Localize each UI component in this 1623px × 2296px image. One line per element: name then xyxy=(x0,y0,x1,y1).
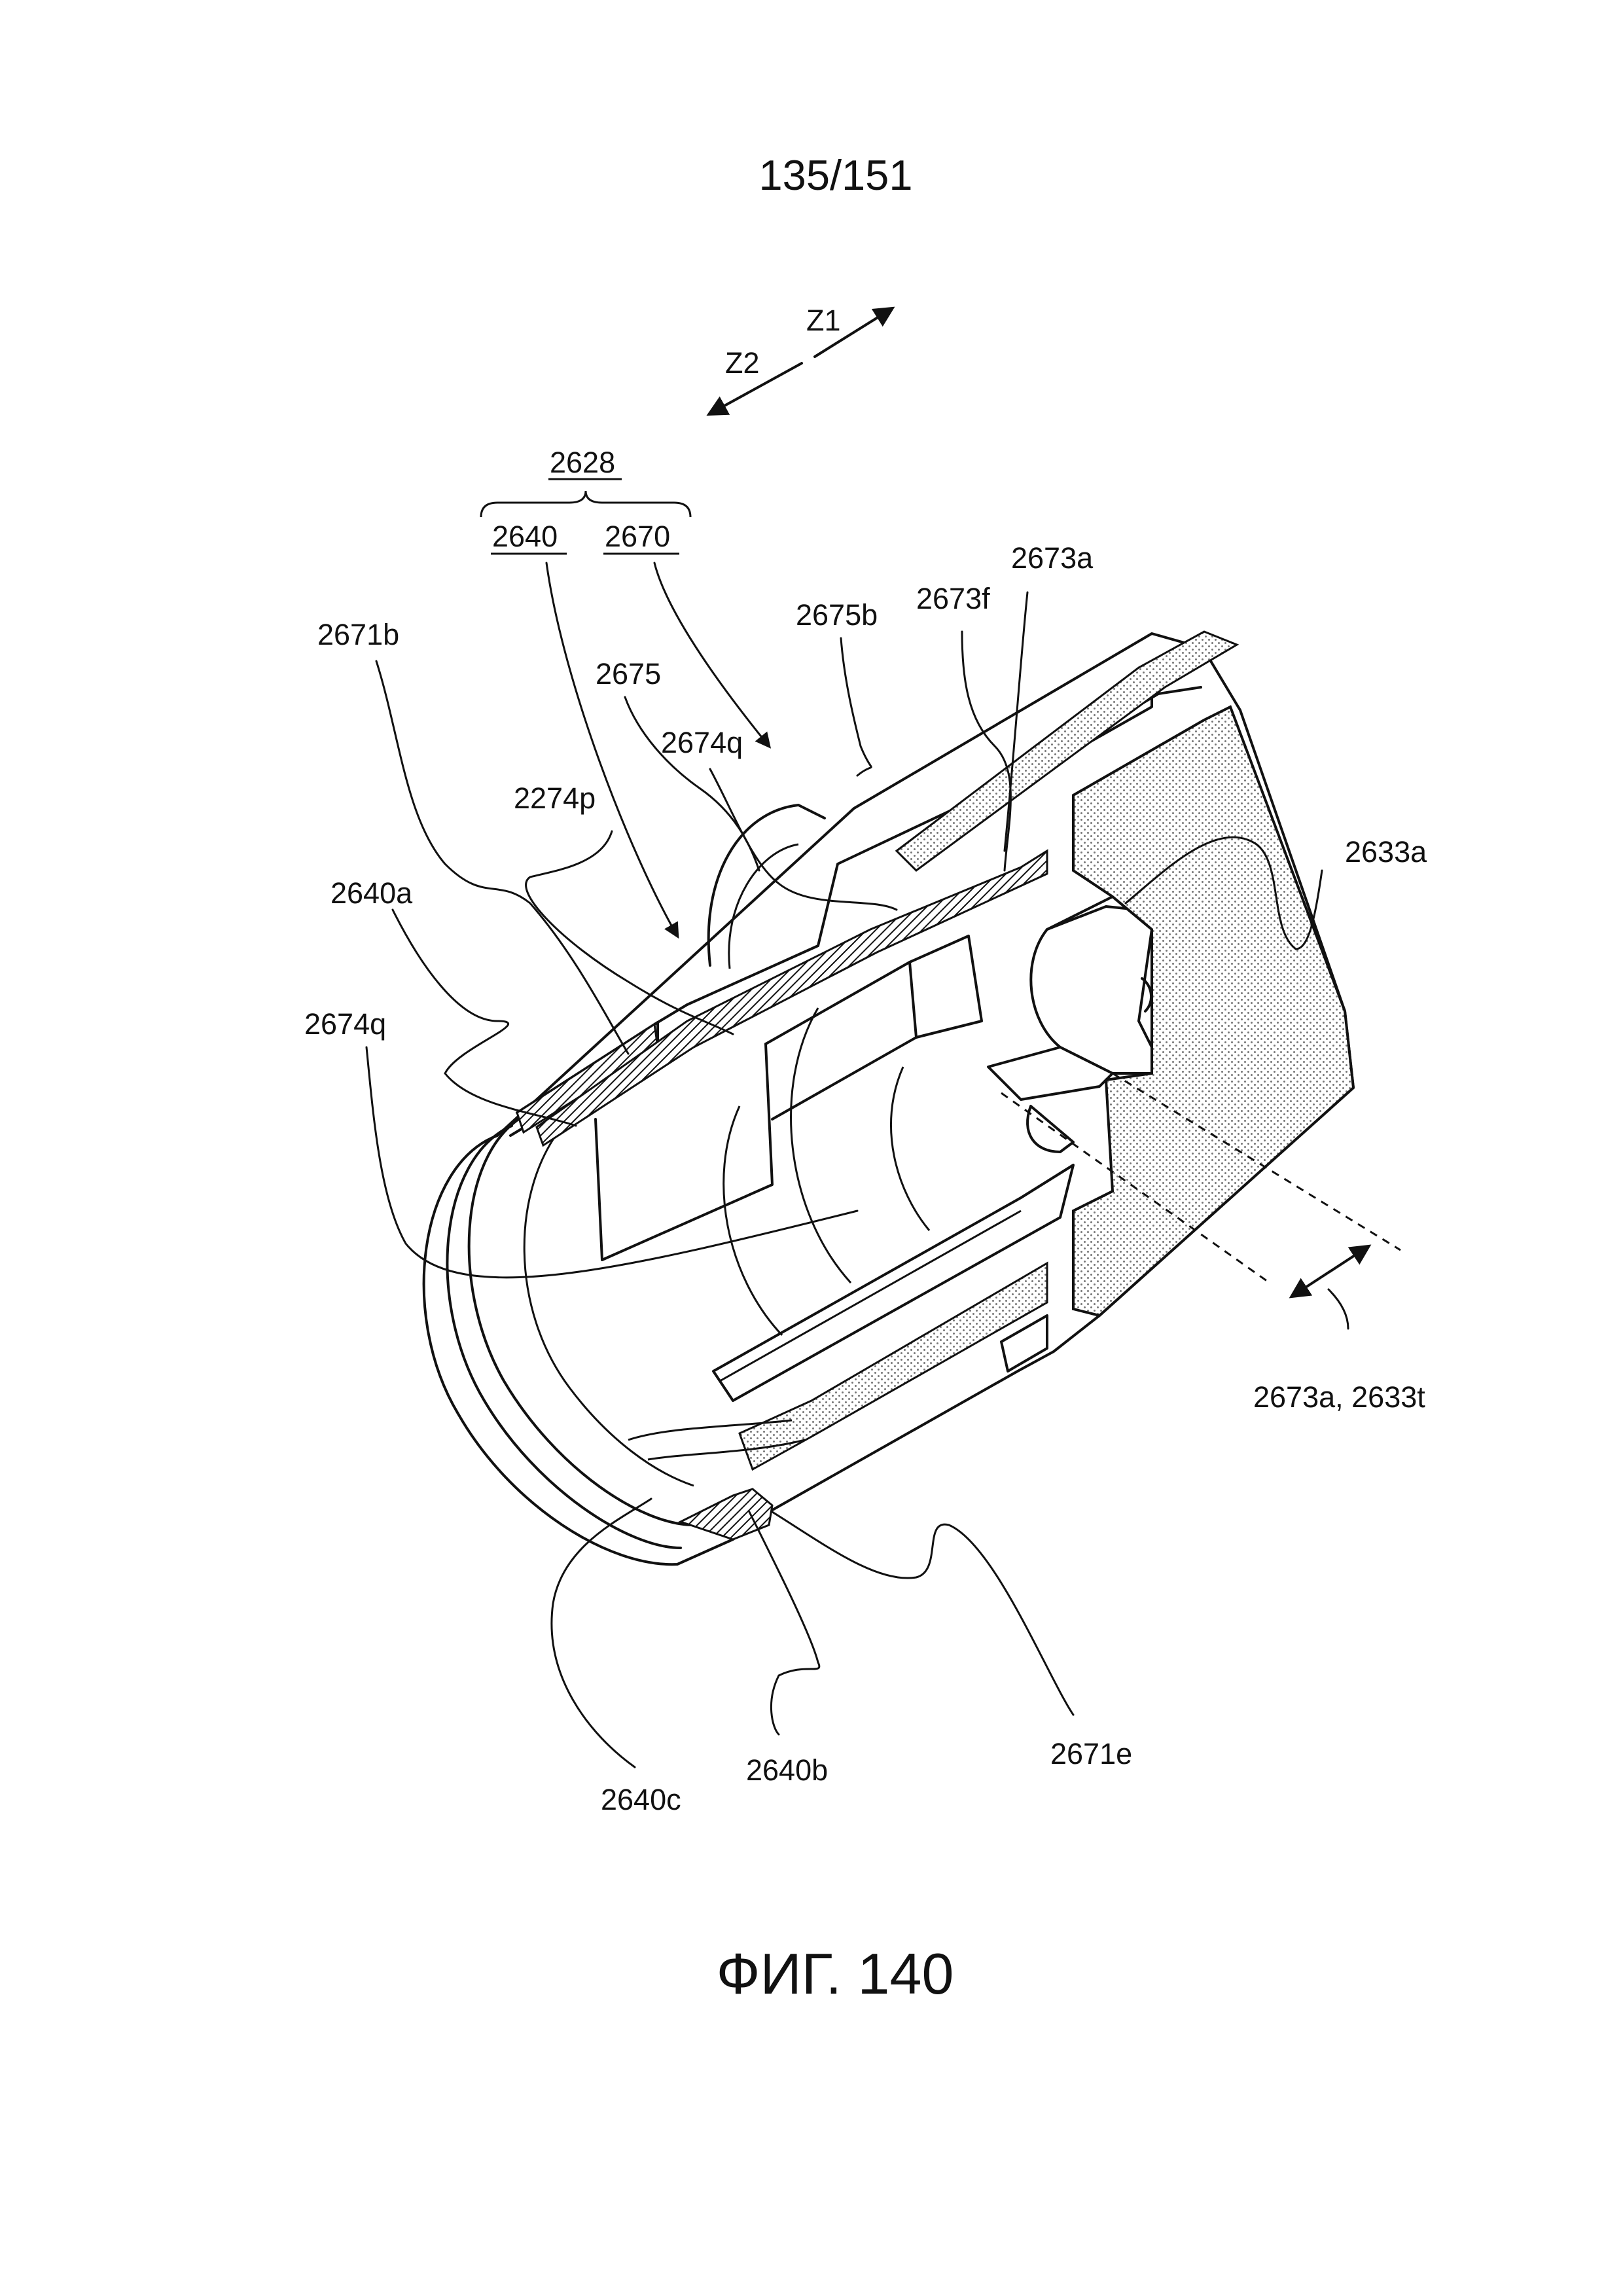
leader-lines xyxy=(365,562,1349,1768)
brace xyxy=(480,490,692,518)
group-child-right-label: 2670 xyxy=(605,520,670,553)
label-2640a: 2640a xyxy=(330,876,413,910)
label-2674q-top: 2674q xyxy=(661,726,743,759)
label-2673a-top: 2673a xyxy=(1011,541,1094,575)
group-bracket: 2628 2640 2670 xyxy=(480,446,692,555)
z1-label: Z1 xyxy=(806,304,841,337)
label-2640c: 2640c xyxy=(601,1783,681,1816)
label-2673f: 2673f xyxy=(916,582,990,615)
label-2274p: 2274p xyxy=(514,781,596,815)
page-number: 135/151 xyxy=(759,151,913,199)
dimension-arrow xyxy=(1289,1244,1372,1299)
group-parent-label: 2628 xyxy=(550,446,615,479)
z2-label: Z2 xyxy=(725,346,760,380)
label-2640b: 2640b xyxy=(746,1753,828,1787)
label-2671e: 2671e xyxy=(1050,1737,1132,1770)
label-2675b: 2675b xyxy=(796,598,878,632)
cutaway-assembly xyxy=(422,630,1401,1566)
label-2673a-2633t: 2673a, 2633t xyxy=(1253,1380,1425,1414)
group-child-left-label: 2640 xyxy=(492,520,558,553)
direction-indicator: Z1 Z2 xyxy=(706,304,895,416)
label-2674q-left: 2674q xyxy=(304,1007,386,1041)
label-2675: 2675 xyxy=(596,657,661,691)
figure-caption: ФИГ. 140 xyxy=(717,1941,954,2006)
label-2671b: 2671b xyxy=(317,618,399,651)
label-2633a: 2633a xyxy=(1345,835,1427,869)
